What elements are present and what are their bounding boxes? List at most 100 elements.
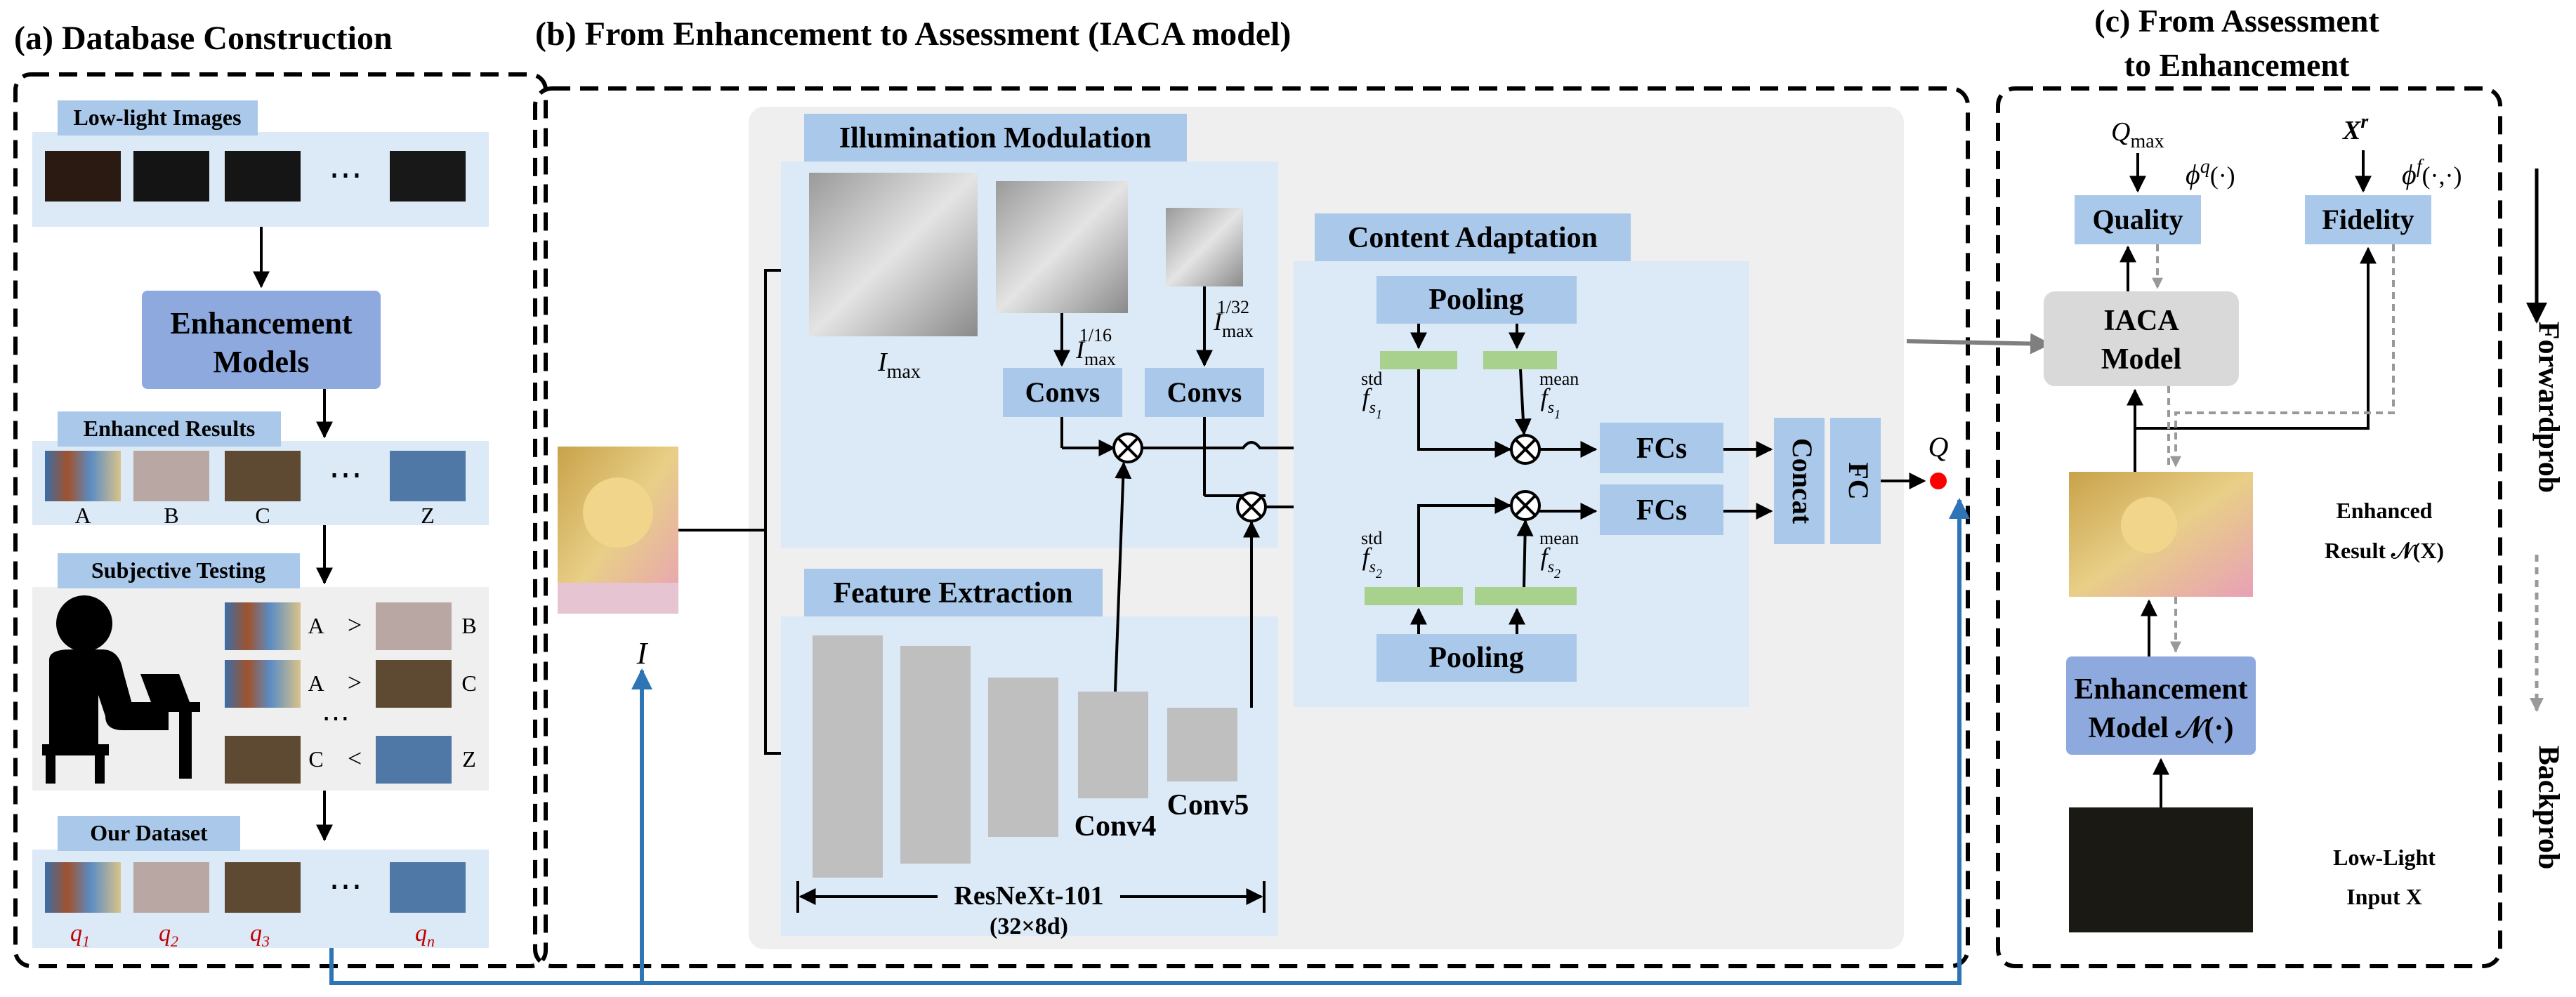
dataset-thumb-1 [45, 862, 121, 913]
enhanced-dots: ⋯ [329, 456, 362, 494]
comp2-op: > [348, 668, 362, 696]
phi-f-label: ϕf(·,·) [2402, 156, 2462, 190]
multiply-node-3-x [1514, 438, 1537, 461]
line-std1-to-mult3 [1417, 369, 1512, 458]
dataset-thumb-2 [133, 862, 209, 913]
convs-box-2 [1145, 368, 1264, 417]
panel-b-border [533, 86, 1970, 968]
f-s1-mean-label: fs1mean [1539, 369, 1579, 421]
mean-bar-1 [1483, 351, 1557, 369]
panel-c-title-line1: (c) From Assessment [2094, 3, 2379, 39]
low-light-thumb-2 [133, 151, 209, 202]
enhanced-thumb-z [390, 451, 466, 501]
q-max-label: Qmax [2111, 117, 2164, 152]
subjective-testing-label: Subjective Testing [91, 557, 265, 583]
panel-c: (c) From Assessment to Enhancement Qmax … [1996, 3, 2502, 968]
enh-model-line1: Enhancement [2074, 673, 2247, 706]
comp1-left-thumb [225, 602, 301, 650]
comp3-left-thumb [225, 736, 301, 784]
quality-label: Quality [2093, 204, 2183, 235]
line-std2-to-mult4 [1417, 497, 1512, 587]
enhanced-results-label: Enhanced Results [84, 416, 256, 441]
dataset-label-bg [58, 816, 240, 851]
subjective-testing-label-bg [58, 553, 300, 588]
std-bar-1 [1380, 351, 1457, 369]
comp2-right: C [461, 671, 476, 696]
enhancement-models-box [142, 291, 381, 389]
result-letter-z: Z [421, 503, 435, 528]
multiply-node-4-x [1514, 494, 1537, 517]
iaca-model-box [2044, 291, 2239, 386]
low-light-input-line2: Input X [2346, 884, 2422, 909]
resnext-label-bg [938, 879, 1120, 913]
i-max-32-label: Imax1/32 [1213, 297, 1254, 341]
comp1-right-thumb [376, 602, 452, 650]
f-s1-std-label: fs1std [1361, 369, 1382, 421]
enh-model-line2: Model 𝒩(·) [2088, 712, 2233, 744]
low-light-thumb-3 [225, 151, 301, 202]
dataset-thumb-n [390, 862, 466, 913]
feature-extraction-label: Feature Extraction [834, 577, 1073, 609]
comp1-left: A [308, 613, 324, 638]
convs-box-1 [1003, 368, 1122, 417]
legend: Forwardprob Backprob [2526, 169, 2564, 870]
panel-c-title-line2: to Enhancement [2124, 47, 2350, 83]
f-s2-std-label: fs2std [1361, 528, 1382, 581]
comp1-op: > [348, 611, 362, 639]
std-bar-2 [1365, 587, 1463, 605]
resnet-block-conv4 [1078, 692, 1148, 798]
q-output-dot [1930, 473, 1947, 489]
low-light-thumb-n [390, 151, 466, 202]
result-letter-c: C [255, 503, 270, 528]
comp2-left-thumb [225, 660, 301, 708]
line-mean2-to-mult4 [1516, 519, 1534, 588]
multiply-node-2-x [1240, 496, 1263, 518]
quality-box [2075, 195, 2201, 244]
dataset-feedback-line [329, 498, 1970, 985]
low-light-thumb-1 [45, 151, 121, 202]
iaca-line2: Model [2101, 343, 2181, 376]
comp2-left: A [308, 671, 324, 696]
input-image-stripe [558, 583, 678, 614]
arrow-result-to-fidelity [2135, 246, 2377, 430]
resnet-block-conv5 [1167, 708, 1237, 781]
pooling-label-1: Pooling [1428, 284, 1523, 316]
fcs-label-1: FCs [1636, 433, 1687, 465]
illumination-label-bg [804, 114, 1187, 161]
iaca-line1: IACA [2103, 305, 2179, 337]
content-adaptation-label-bg [1315, 213, 1631, 261]
arrow-b-to-c [1906, 333, 2051, 355]
illumination-label: Illumination Modulation [839, 122, 1152, 154]
low-light-input-image [2069, 807, 2253, 932]
panel-a-border [13, 72, 548, 968]
comp3-right-thumb [376, 736, 452, 784]
convs-label-2: Convs [1167, 376, 1242, 408]
conv5-label: Conv5 [1167, 789, 1249, 821]
enhanced-result-line2: Result 𝒩(X) [2325, 538, 2444, 563]
input-label: I [636, 636, 649, 671]
concat-label: Concat [1787, 438, 1818, 524]
line-mean1-to-mult3 [1514, 369, 1532, 436]
i-max-image [809, 173, 978, 336]
panel-b: (b) From Enhancement to Assessment (IACA… [533, 15, 1970, 968]
q-label-3: q3 [250, 920, 270, 950]
low-light-label: Low-light Images [73, 105, 241, 130]
comp-dots: ⋯ [322, 702, 350, 734]
resnext-label-line1: ResNeXt-101 [954, 881, 1103, 911]
q-output-label: Q [1928, 431, 1949, 463]
forwardprob-label: Forwardprob [2532, 322, 2564, 493]
enhanced-thumb-c [225, 451, 301, 501]
resnext-label-line2: (32×8d) [990, 913, 1068, 939]
fcs-label-2: FCs [1636, 494, 1687, 527]
backprob-label: Backprob [2532, 746, 2564, 870]
dataset-thumb-3 [225, 862, 301, 913]
pooling-box-2 [1376, 634, 1577, 682]
enhancement-model-box [2066, 656, 2256, 755]
low-light-label-bg [58, 100, 258, 136]
blue-feedback-arrows [329, 498, 1970, 985]
fc-box [1830, 418, 1881, 544]
resnet-block-3 [988, 678, 1058, 837]
panel-b-title: (b) From Enhancement to Assessment (IACA… [535, 15, 1291, 53]
pooling-label-2: Pooling [1428, 642, 1523, 674]
